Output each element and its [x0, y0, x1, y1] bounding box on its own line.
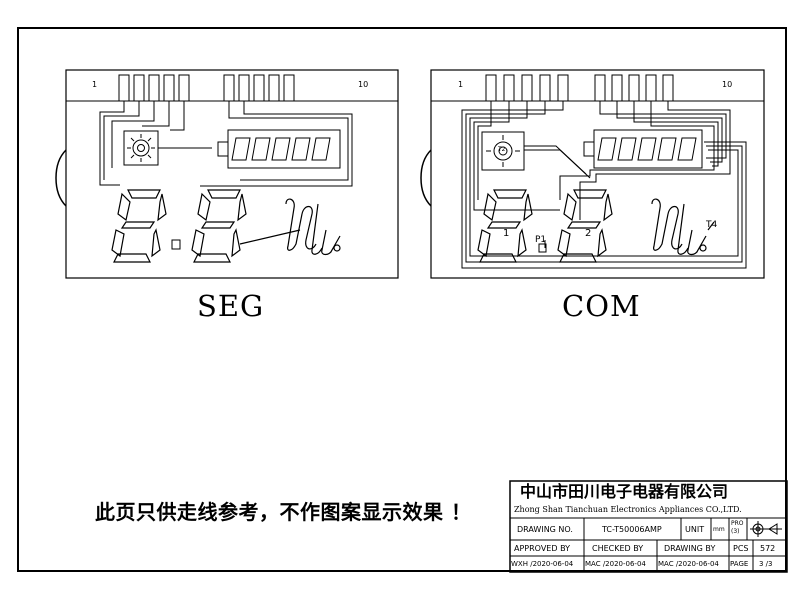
approved-by-value: WXH /2020-06-04 — [511, 560, 574, 568]
projection-label: PRO (3) — [731, 520, 744, 535]
seg-pin-10-label: 10 — [358, 80, 369, 89]
seg-battery-icon — [217, 129, 341, 169]
seg-unit-glyphs — [239, 198, 341, 256]
checked-by-value: MAC /2020-06-04 — [585, 560, 646, 568]
page-value: 3 /3 — [759, 560, 773, 568]
unit-value: mm — [713, 526, 725, 533]
com-battery-icon — [583, 129, 703, 169]
seg-decimal-point — [171, 239, 181, 250]
approved-by-label: APPROVED BY — [514, 544, 571, 553]
com-label-t4: T4 — [706, 220, 718, 230]
drawing-by-value: MAC /2020-06-04 — [658, 560, 719, 568]
seg-digit-2 — [191, 189, 247, 263]
checked-by-label: CHECKED BY — [592, 544, 644, 553]
com-digit-label-1: 1 — [503, 228, 510, 239]
com-digit-label-2: 2 — [585, 228, 592, 239]
drawing-no-value: TC-T50006AMP — [602, 525, 662, 534]
com-unit-glyphs — [651, 198, 715, 256]
company-name-cn: 中山市田川电子电器有限公司 — [520, 482, 729, 501]
com-pins — [485, 74, 674, 102]
seg-panel-title: SEG — [197, 289, 265, 323]
com-pin-10-label: 10 — [722, 80, 733, 89]
com-sun-icon — [481, 131, 525, 171]
company-name-en: Zhong Shan Tianchuan Electronics Applian… — [514, 505, 742, 514]
pcs-label: PCS — [733, 544, 749, 553]
routing-notice: 此页只供走线参考，不作图案显示效果 ！ — [95, 500, 472, 524]
com-label-p1: P1 — [535, 235, 547, 245]
drawing-frame — [17, 27, 787, 572]
com-label-t2: T2 — [498, 146, 506, 153]
page-label: PAGE — [730, 560, 749, 568]
title-block-grid — [509, 480, 788, 573]
seg-digit-1 — [111, 189, 167, 263]
com-digit-1 — [477, 189, 533, 263]
com-traces — [461, 101, 747, 269]
com-panel-title: COM — [562, 289, 641, 323]
drawing-by-label: DRAWING BY — [664, 544, 716, 553]
drawing-no-label: DRAWING NO. — [517, 525, 573, 534]
pcs-value: 572 — [760, 544, 776, 553]
projection-symbol-icon — [750, 521, 782, 537]
com-pin-1-label: 1 — [458, 80, 464, 89]
unit-label: UNIT — [685, 525, 705, 534]
seg-pin-1-label: 1 — [92, 80, 98, 89]
com-panel — [420, 69, 765, 279]
seg-pins — [118, 74, 295, 102]
com-digit-2 — [557, 189, 613, 263]
seg-panel — [55, 69, 399, 279]
seg-sun-icon — [123, 130, 212, 166]
